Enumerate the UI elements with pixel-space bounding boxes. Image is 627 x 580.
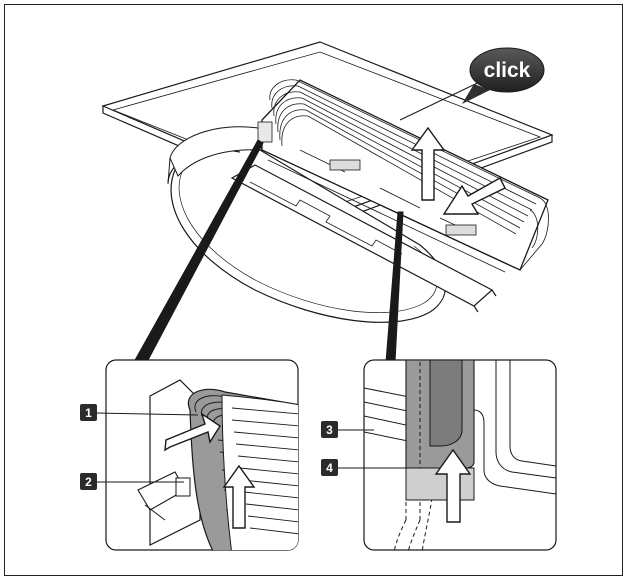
label-3-badge xyxy=(321,421,338,438)
label-4-number: 4 xyxy=(326,461,333,475)
click-callout: click xyxy=(462,47,545,104)
label-2-number: 2 xyxy=(85,475,92,489)
label-1-number: 1 xyxy=(85,406,92,420)
label-1: 1 xyxy=(80,404,199,421)
click-callout-text: click xyxy=(484,59,531,82)
label-1-badge xyxy=(80,404,97,421)
lift-arrow-main xyxy=(410,126,446,201)
detail-left xyxy=(105,359,299,551)
label-2-badge xyxy=(80,473,97,490)
slide-arrow-main xyxy=(442,177,506,215)
filter-cassette xyxy=(257,79,549,273)
label-3-number: 3 xyxy=(326,423,333,437)
label-4: 4 xyxy=(321,459,428,476)
detail-right xyxy=(363,359,557,551)
label-3: 3 xyxy=(321,421,374,438)
label-2: 2 xyxy=(80,473,184,490)
label-4-badge xyxy=(321,459,338,476)
